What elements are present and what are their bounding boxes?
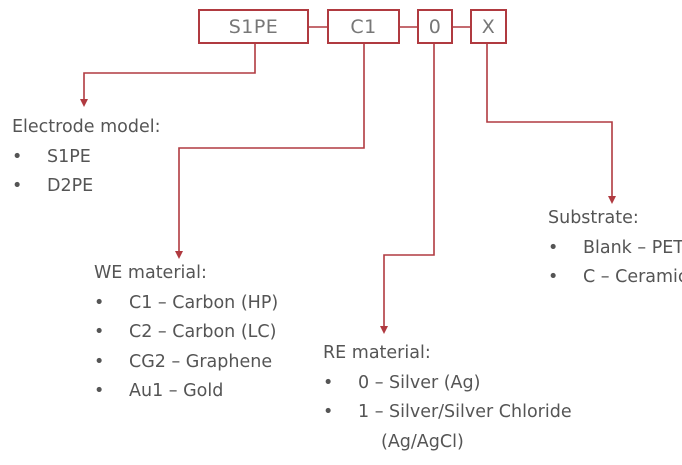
bullet: •: [94, 351, 105, 372]
list-item-label: D2PE: [47, 176, 94, 196]
code-segment-substrate: X: [470, 9, 507, 44]
group-title: Substrate:: [548, 208, 639, 228]
bullet: •: [323, 372, 334, 393]
list-item-label: S1PE: [47, 146, 91, 167]
bullet: •: [548, 267, 559, 287]
electrode-model-list: • S1PE • D2PE: [12, 143, 161, 202]
list-item-label: CG2 – Graphene: [129, 351, 273, 372]
re-material-list: • 0 – Silver (Ag) • 1 – Silver/Silver Chlo…: [323, 369, 572, 458]
code-segment-re-material: 0: [417, 9, 453, 44]
list-item: • CG2 – Graphene: [94, 348, 278, 378]
list-item: • C1 – Carbon (HP): [94, 289, 278, 319]
electrode-model-group: Electrode model: • S1PE • D2PE: [12, 113, 161, 202]
arrow-electrode-model: [80, 44, 256, 107]
arrow-substrate: [486, 44, 616, 204]
list-item-label: Blank – PET: [583, 237, 682, 258]
we-material-list: • C1 – Carbon (HP) • C2 – Carbon (LC) • CG2…: [94, 289, 278, 407]
list-item: • Au1 – Gold: [94, 377, 278, 407]
list-item: • D2PE: [12, 172, 161, 202]
arrow-we-material: [175, 44, 365, 259]
list-item: • C2 – Carbon (LC): [94, 318, 278, 348]
bullet: •: [94, 381, 105, 401]
group-title: WE material:: [94, 263, 207, 283]
substrate-group: Substrate: • Blank – PET • C – Ceramic: [548, 204, 682, 293]
list-item-label: Au1 – Gold: [129, 381, 224, 401]
group-title: Electrode model:: [12, 117, 161, 137]
list-item-label: C – Ceramic: [583, 267, 682, 287]
list-item-label: 1 – Silver/Silver Chloride: [358, 402, 572, 422]
code-segment-label: 0: [428, 15, 442, 38]
code-segment-label: C1: [350, 15, 377, 38]
arrow-re-material: [380, 44, 435, 334]
code-segment-label: X: [481, 15, 496, 38]
list-item-continuation: (Ag/AgCl): [381, 431, 464, 452]
list-item: • S1PE: [12, 143, 161, 173]
list-item: • 0 – Silver (Ag): [323, 369, 572, 399]
bullet: •: [323, 402, 334, 422]
list-item: • 1 – Silver/Silver Chloride (Ag/AgCl): [323, 398, 572, 457]
list-item-label: 0 – Silver (Ag): [358, 372, 481, 393]
code-segment-we-material: C1: [327, 9, 400, 44]
bullet: •: [94, 292, 105, 313]
bullet: •: [548, 237, 559, 258]
bullet: •: [12, 146, 23, 167]
bullet: •: [94, 322, 105, 342]
code-segment-electrode-model: S1PE: [198, 9, 309, 44]
code-segment-label: S1PE: [228, 15, 279, 38]
substrate-list: • Blank – PET • C – Ceramic: [548, 234, 682, 293]
list-item: • C – Ceramic: [548, 263, 682, 293]
group-title: RE material:: [323, 343, 431, 363]
we-material-group: WE material: • C1 – Carbon (HP) • C2 – Car…: [94, 259, 278, 407]
list-item-label: C2 – Carbon (LC): [129, 322, 277, 342]
bullet: •: [12, 176, 23, 196]
list-item: • Blank – PET: [548, 234, 682, 264]
re-material-group: RE material: • 0 – Silver (Ag) • 1 – Silve…: [323, 339, 572, 457]
list-item-label: C1 – Carbon (HP): [129, 292, 279, 313]
